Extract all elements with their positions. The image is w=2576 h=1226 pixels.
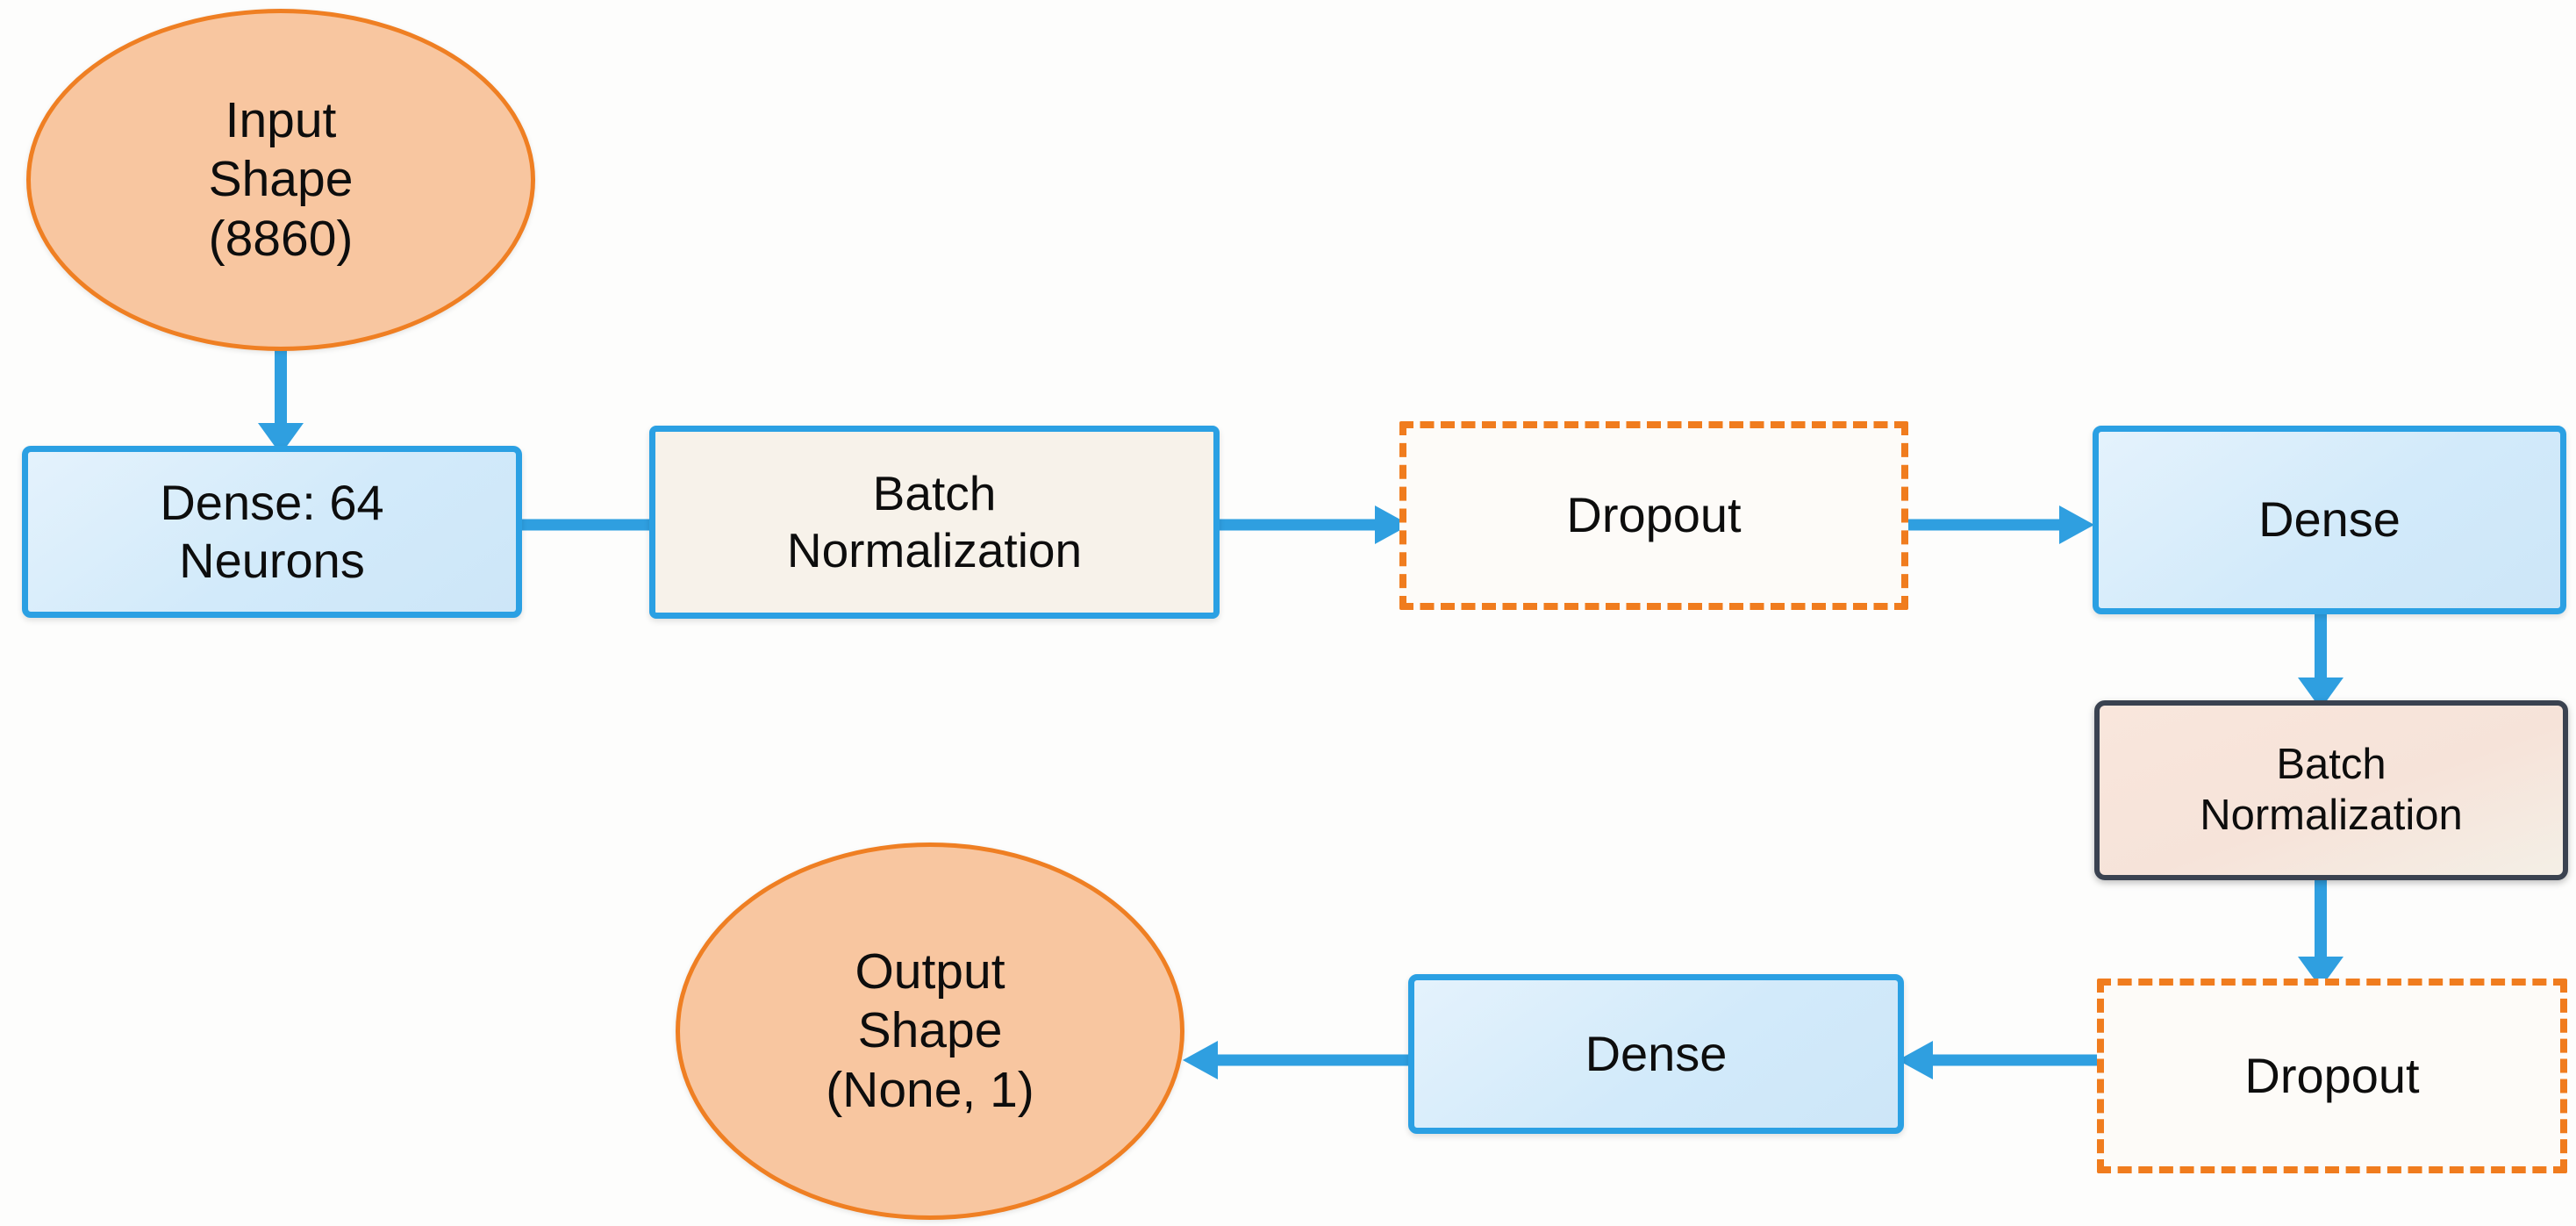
node-dropout-1[interactable]: Dropout bbox=[1399, 421, 1908, 610]
connector-dropout2-to-dense3 bbox=[1891, 1034, 2101, 1086]
node-dense-2[interactable]: Dense bbox=[2093, 426, 2566, 614]
node-dense-3[interactable]: Dense bbox=[1408, 974, 1904, 1134]
node-input-shape[interactable]: Input Shape (8860) bbox=[26, 9, 535, 351]
connector-dense2-to-batchnorm2 bbox=[2294, 604, 2347, 718]
node-output-shape[interactable]: Output Shape (None, 1) bbox=[676, 842, 1184, 1220]
node-dropout-2[interactable]: Dropout bbox=[2097, 979, 2567, 1173]
connector-batchnorm2-to-dropout2 bbox=[2294, 878, 2347, 996]
connector-dropout1-to-dense2 bbox=[1891, 498, 2101, 551]
node-output-shape-label: Output Shape (None, 1) bbox=[826, 943, 1034, 1118]
node-batch-norm-2-label: Batch Normalization bbox=[2200, 740, 2463, 839]
node-dense-2-label: Dense bbox=[2258, 491, 2401, 548]
node-dropout-1-label: Dropout bbox=[1566, 487, 1742, 543]
node-dense-64-label: Dense: 64 Neurons bbox=[160, 474, 384, 588]
connector-dense3-to-output bbox=[1176, 1034, 1413, 1086]
node-input-shape-label: Input Shape (8860) bbox=[208, 92, 354, 267]
connector-input-to-dense64 bbox=[254, 342, 307, 461]
node-batch-norm-2[interactable]: Batch Normalization bbox=[2094, 700, 2568, 880]
connector-batchnorm1-to-dropout1 bbox=[1215, 498, 1417, 551]
node-batch-norm-1[interactable]: Batch Normalization bbox=[649, 426, 1220, 619]
node-batch-norm-1-label: Batch Normalization bbox=[786, 466, 1083, 577]
node-dropout-2-label: Dropout bbox=[2244, 1047, 2420, 1103]
node-dense-64[interactable]: Dense: 64 Neurons bbox=[22, 446, 522, 618]
node-dense-3-label: Dense bbox=[1585, 1025, 1728, 1081]
